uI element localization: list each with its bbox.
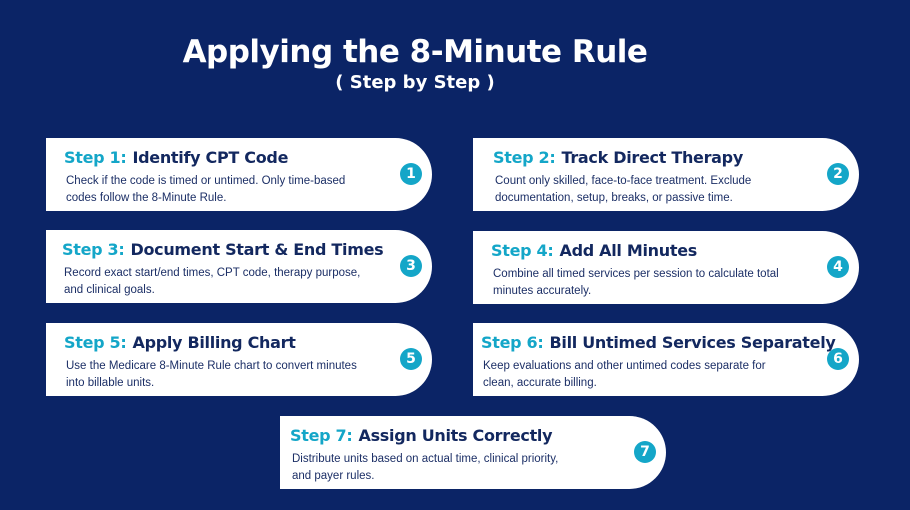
step-description: Count only skilled, face-to-face treatme… <box>495 175 752 204</box>
step-title: Track Direct Therapy <box>561 148 743 167</box>
step-number-badge: 6 <box>827 348 849 370</box>
step-description: Distribute units based on actual time, c… <box>292 453 559 482</box>
step-number-badge: 3 <box>400 255 422 277</box>
page-title: Applying the 8-Minute Rule <box>182 34 648 70</box>
step-title: Apply Billing Chart <box>132 333 296 352</box>
step-description: Keep evaluations and other untimed codes… <box>483 360 766 389</box>
step-number-badge: 4 <box>827 256 849 278</box>
step-heading: Step 7: Assign Units Correctly <box>290 426 666 445</box>
step-number-badge: 5 <box>400 348 422 370</box>
step-card-2: Step 2: Track Direct Therapy Count only s… <box>473 138 859 211</box>
step-card-3: Step 3: Document Start & End Times Record… <box>46 230 432 303</box>
step-card-1: Step 1: Identify CPT Code Check if the co… <box>46 138 432 211</box>
step-description: Combine all timed services per session t… <box>493 268 779 297</box>
step-label: Step 6: <box>481 333 544 352</box>
step-card-4: Step 4: Add All Minutes Combine all timed… <box>473 231 859 304</box>
step-heading: Step 5: Apply Billing Chart <box>64 333 432 352</box>
step-number-badge: 7 <box>634 441 656 463</box>
step-card-5: Step 5: Apply Billing Chart Use the Medic… <box>46 323 432 396</box>
step-heading: Step 1: Identify CPT Code <box>64 148 432 167</box>
step-number-badge: 1 <box>400 163 422 185</box>
page-subtitle: ( Step by Step ) <box>335 72 495 93</box>
step-label: Step 4: <box>491 241 554 260</box>
step-label: Step 7: <box>290 426 353 445</box>
step-description: Use the Medicare 8-Minute Rule chart to … <box>66 360 357 389</box>
step-heading: Step 6: Bill Untimed Services Separately <box>481 333 859 352</box>
step-title: Identify CPT Code <box>132 148 289 167</box>
step-heading: Step 4: Add All Minutes <box>491 241 859 260</box>
step-title: Add All Minutes <box>559 241 697 260</box>
step-label: Step 1: <box>64 148 127 167</box>
step-heading: Step 2: Track Direct Therapy <box>493 148 859 167</box>
step-title: Bill Untimed Services Separately <box>549 333 836 352</box>
step-label: Step 3: <box>62 240 125 259</box>
step-description: Record exact start/end times, CPT code, … <box>64 267 361 296</box>
step-title: Document Start & End Times <box>130 240 384 259</box>
step-title: Assign Units Correctly <box>358 426 553 445</box>
step-label: Step 2: <box>493 148 556 167</box>
step-number-badge: 2 <box>827 163 849 185</box>
step-heading: Step 3: Document Start & End Times <box>62 240 432 259</box>
step-card-7: Step 7: Assign Units Correctly Distribute… <box>280 416 666 489</box>
step-label: Step 5: <box>64 333 127 352</box>
step-card-6: Step 6:Bill Untimed Services Separately … <box>473 323 859 396</box>
step-description: Check if the code is timed or untimed. O… <box>66 175 346 204</box>
